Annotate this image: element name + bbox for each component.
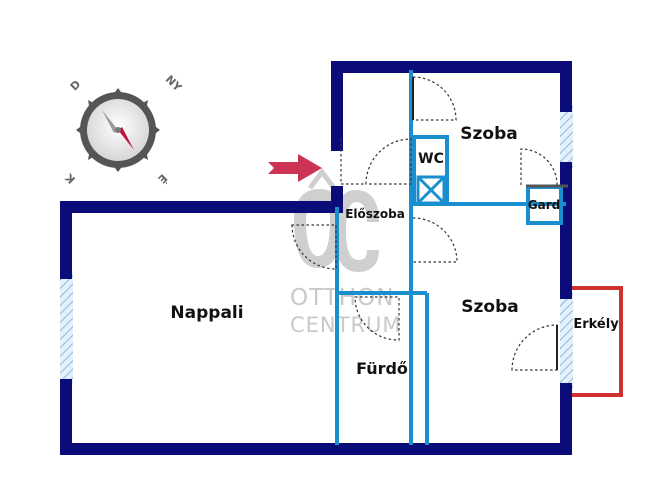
balcony <box>572 286 623 397</box>
room-label-nappali: Nappali <box>170 303 243 323</box>
compass-label-k: K <box>63 171 79 187</box>
outer-walls <box>60 61 572 455</box>
inner-walls <box>335 70 566 445</box>
room-label-wc: WC <box>418 151 444 167</box>
room-label-gard: Gard <box>528 198 560 212</box>
watermark-centrum: CENTRUM <box>290 313 402 337</box>
compass-needle-gray <box>102 110 118 133</box>
window-right-top <box>560 106 573 168</box>
doors <box>291 76 558 371</box>
compass-label-d: D <box>68 78 84 94</box>
window-left <box>60 273 73 385</box>
room-label-erkely: Erkély <box>573 317 619 332</box>
compass-label-ny: NY <box>163 73 185 95</box>
room-label-eloszoba: Előszoba <box>345 207 405 221</box>
window-right-bottom <box>560 293 573 389</box>
compass-label-e: É <box>155 171 170 186</box>
compass: NY D K É <box>63 73 185 186</box>
entrance-arrow <box>268 154 322 182</box>
watermark: OTTHON CENTRUM <box>290 167 402 337</box>
compass-needle-red <box>118 127 134 150</box>
room-label-furdo: Fürdő <box>356 359 408 378</box>
room-label-szoba-top: Szoba <box>460 124 517 144</box>
wc-fixture <box>416 175 446 205</box>
watermark-otthon: OTTHON <box>290 285 394 311</box>
room-label-szoba-bottom: Szoba <box>461 297 518 317</box>
